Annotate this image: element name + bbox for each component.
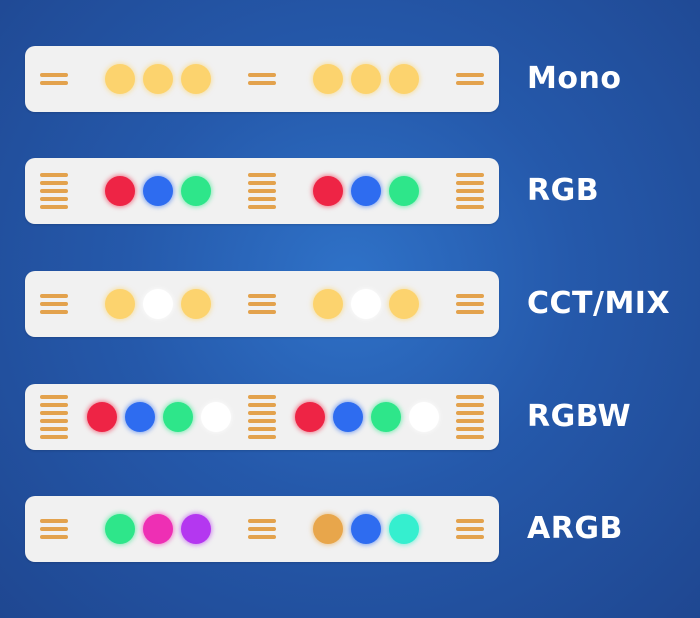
strip-type-label: CCT/MIX (527, 286, 671, 321)
strip-row-cct-mix: CCT/MIX (25, 271, 700, 337)
led-strip (25, 158, 499, 224)
strip-row-argb: ARGB (25, 496, 700, 562)
led-cyan (389, 514, 419, 544)
strip-type-label: RGBW (527, 399, 632, 434)
led-green (371, 402, 401, 432)
led-strip (25, 271, 499, 337)
led-red (105, 176, 135, 206)
led-strip (25, 496, 499, 562)
led-strip (25, 384, 499, 450)
led-orange (313, 514, 343, 544)
solder-pad (40, 271, 68, 337)
strip-type-label: Mono (527, 61, 622, 96)
led-green (105, 514, 135, 544)
led-strip (25, 46, 499, 112)
led-yellow (143, 64, 173, 94)
solder-pad (248, 46, 276, 112)
led-yellow (105, 64, 135, 94)
led-white (143, 289, 173, 319)
led-yellow (181, 289, 211, 319)
solder-pad (248, 158, 276, 224)
led-white (351, 289, 381, 319)
led-blue (351, 176, 381, 206)
led-red (87, 402, 117, 432)
strip-type-label: RGB (527, 173, 600, 208)
solder-pad (248, 384, 276, 450)
solder-pad (456, 46, 484, 112)
solder-pad (456, 158, 484, 224)
led-red (295, 402, 325, 432)
led-blue (351, 514, 381, 544)
strip-row-mono: Mono (25, 46, 700, 112)
led-yellow (351, 64, 381, 94)
led-purple (181, 514, 211, 544)
led-blue (333, 402, 363, 432)
led-green (163, 402, 193, 432)
led-blue (125, 402, 155, 432)
solder-pad (248, 271, 276, 337)
solder-pad (40, 496, 68, 562)
led-yellow (313, 64, 343, 94)
solder-pad (40, 384, 68, 450)
led-yellow (389, 64, 419, 94)
solder-pad (456, 496, 484, 562)
led-red (313, 176, 343, 206)
led-yellow (389, 289, 419, 319)
solder-pad (40, 158, 68, 224)
solder-pad (248, 496, 276, 562)
solder-pad (40, 46, 68, 112)
strip-type-label: ARGB (527, 511, 623, 546)
led-green (181, 176, 211, 206)
led-yellow (313, 289, 343, 319)
led-white (409, 402, 439, 432)
led-blue (143, 176, 173, 206)
led-yellow (105, 289, 135, 319)
solder-pad (456, 271, 484, 337)
led-white (201, 402, 231, 432)
led-green (389, 176, 419, 206)
solder-pad (456, 384, 484, 450)
led-yellow (181, 64, 211, 94)
strip-row-rgbw: RGBW (25, 384, 700, 450)
strip-row-rgb: RGB (25, 158, 700, 224)
led-pink (143, 514, 173, 544)
